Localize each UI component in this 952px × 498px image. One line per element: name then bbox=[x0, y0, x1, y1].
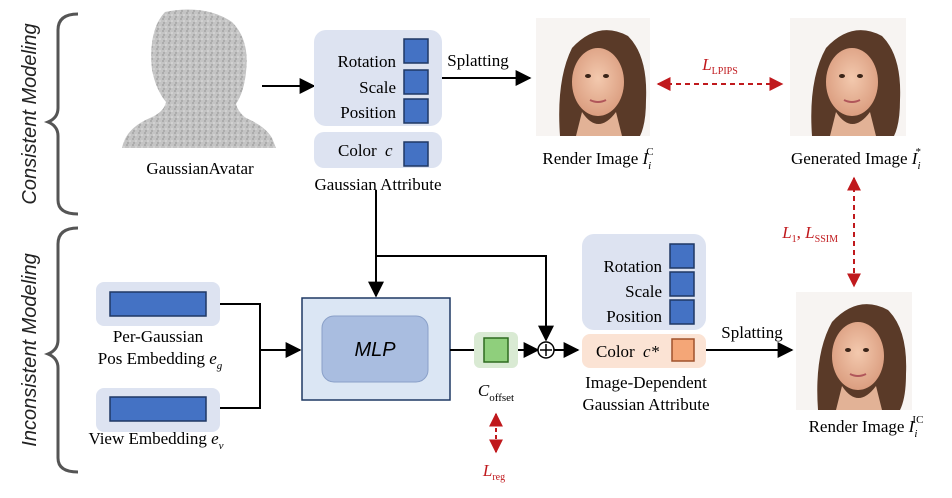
top-attribute-box: Rotation Scale Position bbox=[314, 30, 442, 126]
gaussian-avatar-bust bbox=[122, 9, 276, 148]
bottom-color-box: Color c* bbox=[582, 334, 706, 368]
top-color-label: Color bbox=[338, 141, 377, 160]
mlp-block: MLP bbox=[301, 297, 451, 401]
generated-image-label: Generated Image Ii* bbox=[791, 146, 921, 172]
inconsistent-bracket bbox=[43, 226, 79, 474]
offset-box bbox=[474, 332, 518, 368]
svg-text:Color c*: Color c* bbox=[596, 342, 660, 361]
bottom-color-var: c* bbox=[643, 342, 660, 361]
avatar-label: GaussianAvatar bbox=[146, 159, 254, 178]
inconsistent-modeling-label: Inconsistent Modeling bbox=[19, 253, 41, 446]
top-rotation-square bbox=[403, 38, 429, 64]
bottom-rotation-square bbox=[669, 243, 695, 269]
bottom-attribute-caption-2: Gaussian Attribute bbox=[582, 395, 709, 414]
bottom-color-square bbox=[671, 338, 695, 362]
bottom-scale-label: Scale bbox=[625, 282, 662, 301]
pos-embedding-box bbox=[96, 282, 220, 326]
mlp-label: MLP bbox=[354, 339, 396, 361]
svg-text:Color c: Color c bbox=[338, 141, 393, 160]
bottom-position-label: Position bbox=[606, 307, 662, 326]
bottom-position-square bbox=[669, 299, 695, 325]
generated-image bbox=[790, 18, 906, 137]
render-image-top-label: Render Image IiC bbox=[542, 146, 653, 172]
bottom-attribute-box: Rotation Scale Position bbox=[582, 234, 706, 330]
bottom-scale-square bbox=[669, 271, 695, 297]
pos-embed-connector bbox=[220, 303, 261, 350]
render-image-bottom-label: Render Image IiIC bbox=[809, 414, 924, 440]
view-embedding-bar bbox=[109, 396, 207, 422]
render-image-bottom bbox=[796, 292, 912, 410]
consistent-modeling-label: Consistent Modeling bbox=[19, 23, 41, 204]
l1-ssim-label: L1, LSSIM bbox=[781, 223, 838, 245]
add-operator-icon bbox=[537, 341, 555, 359]
view-embed-connector bbox=[220, 350, 261, 409]
pos-embedding-bar bbox=[109, 291, 207, 317]
splatting-bottom-label: Splatting bbox=[721, 323, 783, 342]
top-color-square bbox=[403, 141, 429, 167]
top-rotation-label: Rotation bbox=[337, 52, 396, 71]
view-embedding-label: View Embedding ev bbox=[88, 429, 223, 452]
render-image-top bbox=[536, 18, 650, 137]
top-attribute-caption: Gaussian Attribute bbox=[314, 175, 441, 194]
offset-label: Coffset bbox=[478, 381, 514, 404]
top-color-box: Color c bbox=[314, 132, 442, 168]
bottom-color-label: Color bbox=[596, 342, 635, 361]
bottom-attribute-caption-1: Image-Dependent bbox=[585, 373, 707, 392]
offset-square bbox=[483, 337, 509, 363]
top-scale-square bbox=[403, 69, 429, 95]
reg-label: Lreg bbox=[482, 461, 505, 483]
consistent-bracket bbox=[43, 12, 79, 216]
top-position-label: Position bbox=[340, 103, 396, 122]
view-embedding-box bbox=[96, 388, 220, 432]
bottom-rotation-label: Rotation bbox=[603, 257, 662, 276]
pos-embedding-label-1: Per-Gaussian bbox=[113, 327, 204, 346]
top-color-var: c bbox=[385, 141, 393, 160]
top-scale-label: Scale bbox=[359, 78, 396, 97]
lpips-label: LLPIPS bbox=[701, 55, 738, 77]
splatting-top-label: Splatting bbox=[447, 51, 509, 70]
pos-embedding-label-2: Pos Embedding eg bbox=[98, 349, 223, 372]
attr-to-plus-line bbox=[376, 255, 554, 342]
top-position-square bbox=[403, 98, 429, 124]
